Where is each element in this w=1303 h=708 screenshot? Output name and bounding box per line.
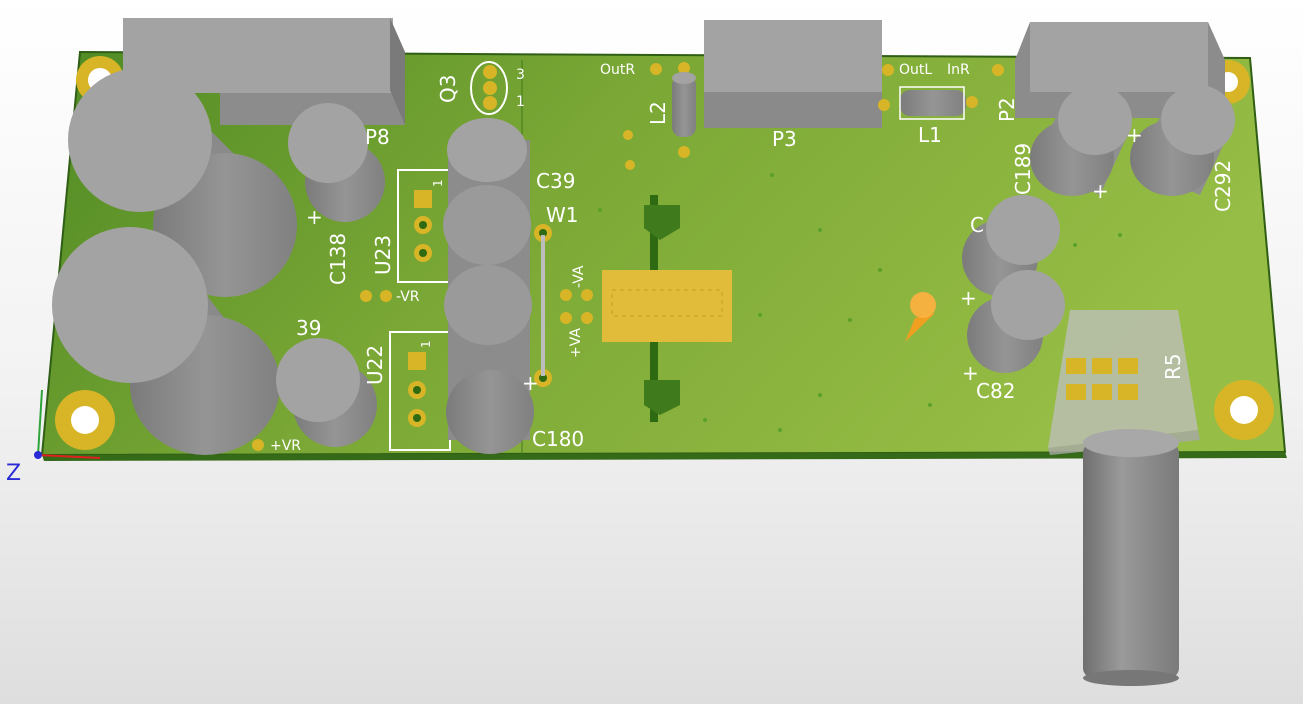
axis-z-origin [34,451,42,459]
label-l1: L1 [918,123,942,147]
mounting-hole-bottom-left [55,390,115,450]
inductor-l2[interactable] [672,62,696,158]
label-c292: C292 [1211,160,1235,212]
label-u23-pin1: 1 [431,179,445,187]
capacitor-c82[interactable] [967,270,1065,373]
label-l2: L2 [646,101,670,125]
capacitor-c39-left[interactable] [276,338,377,447]
axis-z-label: Z [6,461,21,486]
jumper-w1[interactable] [534,224,552,387]
pads-va [560,289,593,324]
pad-pos-vr [252,439,264,451]
label-u22: U22 [363,345,387,385]
inductor-l1[interactable] [878,86,978,120]
label-inr: InR [947,62,970,78]
label-p2: P2 [995,97,1019,122]
label-plus-c292: + [1126,123,1143,147]
label-plus-c82: + [962,361,979,385]
label-c82: C82 [976,379,1015,403]
label-c39-left: 39 [296,316,321,340]
pad-outl [882,64,894,76]
pad-outr [650,63,662,75]
label-neg-vr: -VR [396,289,420,305]
ic-footprint-center[interactable] [602,270,732,342]
label-pos-va: +VA [568,328,584,358]
label-neg-va: -VA [571,265,587,288]
capacitor-column[interactable] [443,118,534,454]
label-outr: OutR [600,62,635,78]
via-dots [598,173,1122,432]
label-c-partial: C [970,213,984,237]
large-capacitor-bottom[interactable] [52,227,280,455]
label-p8: P8 [365,125,390,149]
label-c39: C39 [536,169,575,193]
capacitor-c189[interactable] [1030,85,1132,196]
label-q3-pin3: 3 [516,67,525,83]
label-plus-c180: + [522,371,539,395]
label-u22-pin1: 1 [419,340,433,348]
pcb-board-edge [42,452,1287,461]
connector-p3[interactable] [704,20,882,128]
connector-p8[interactable] [123,18,405,125]
label-pos-vr: +VR [270,438,301,454]
label-plus-c189: + [1092,179,1109,203]
label-c189: C189 [1011,143,1035,195]
label-r5: R5 [1161,353,1185,380]
pad-neg-vr [360,290,392,302]
axis-y-line [37,389,43,456]
smd-trace-lower [644,342,680,422]
capacitor-c292[interactable] [1130,85,1235,196]
label-c180: C180 [532,427,584,451]
label-q3-pin1: 1 [516,94,525,110]
capacitor-c138[interactable] [288,103,385,222]
potentiometer-shaft[interactable] [1083,429,1179,686]
smd-trace-upper [644,195,680,270]
label-outl: OutL [899,62,932,78]
via-pair [623,130,635,170]
axis-gizmo: Z [6,389,101,486]
axis-x-line [37,454,101,459]
regulator-u23[interactable] [397,169,451,283]
label-c138: C138 [326,233,350,285]
label-plus-c138: + [306,205,323,229]
label-p3: P3 [772,127,797,151]
mounting-hole-bottom-right [1214,380,1274,440]
label-u23: U23 [371,235,395,275]
label-w1: W1 [546,203,579,227]
connector-p2[interactable] [1015,22,1225,118]
origin-marker-icon [905,292,936,342]
label-q3: Q3 [436,75,460,103]
label-plus-c-partial: + [960,286,977,310]
pad-inr [992,64,1004,76]
transistor-q3[interactable] [470,61,508,115]
